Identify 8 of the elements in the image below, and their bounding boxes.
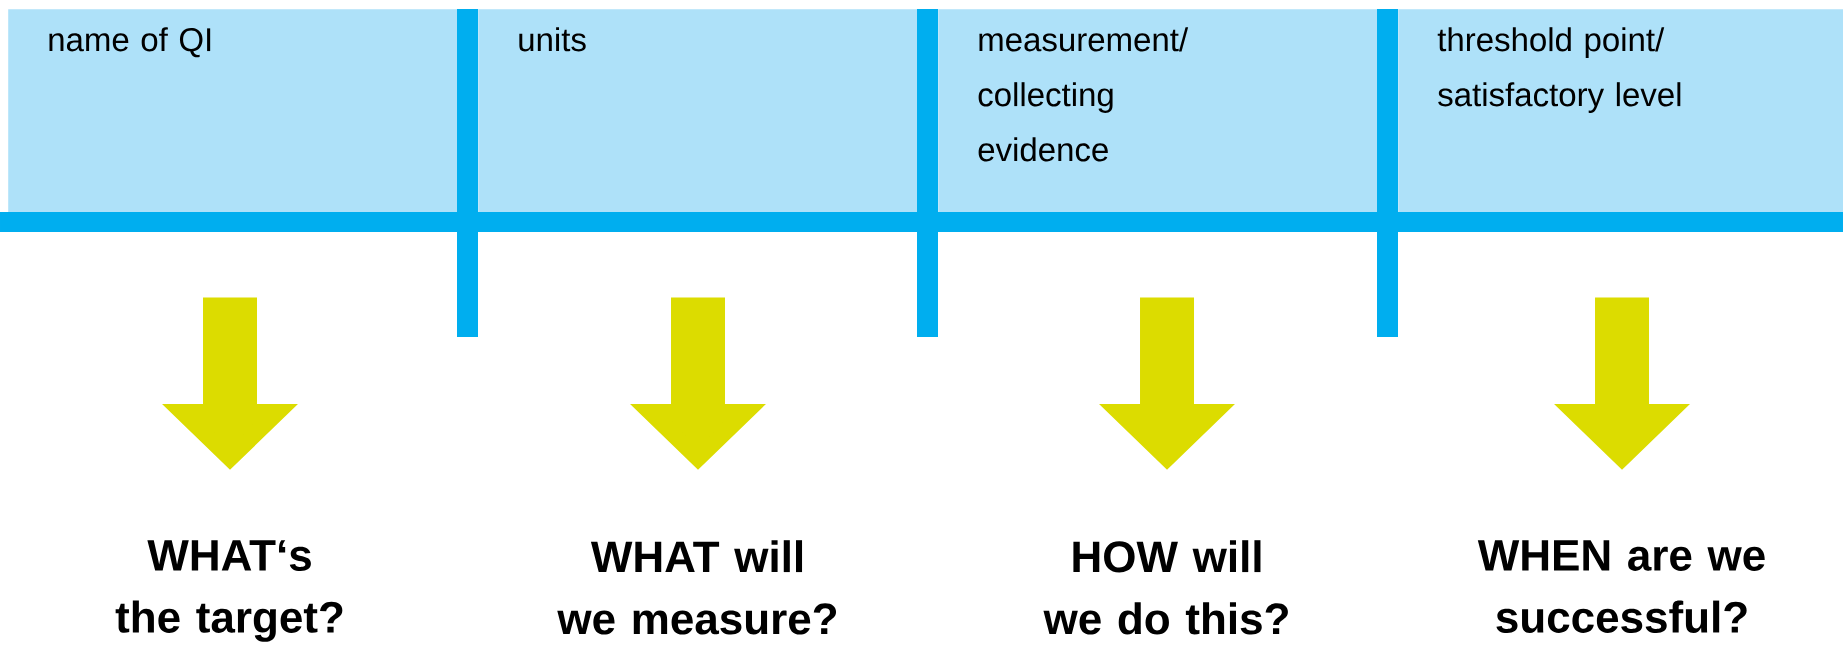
header-cell: measurement/ collecting evidence bbox=[938, 9, 1378, 213]
header-cell: threshold point/ satisfactory level bbox=[1398, 9, 1843, 213]
question-text: HOW will we do this? bbox=[1043, 540, 1288, 635]
header-cell: name of QI bbox=[8, 9, 458, 213]
question-text: WHAT‘s the target? bbox=[115, 540, 343, 642]
question-text: WHAT will we measure? bbox=[557, 540, 837, 635]
question-text: WHEN are we successful? bbox=[1477, 540, 1765, 633]
header-cell: units bbox=[478, 9, 918, 213]
